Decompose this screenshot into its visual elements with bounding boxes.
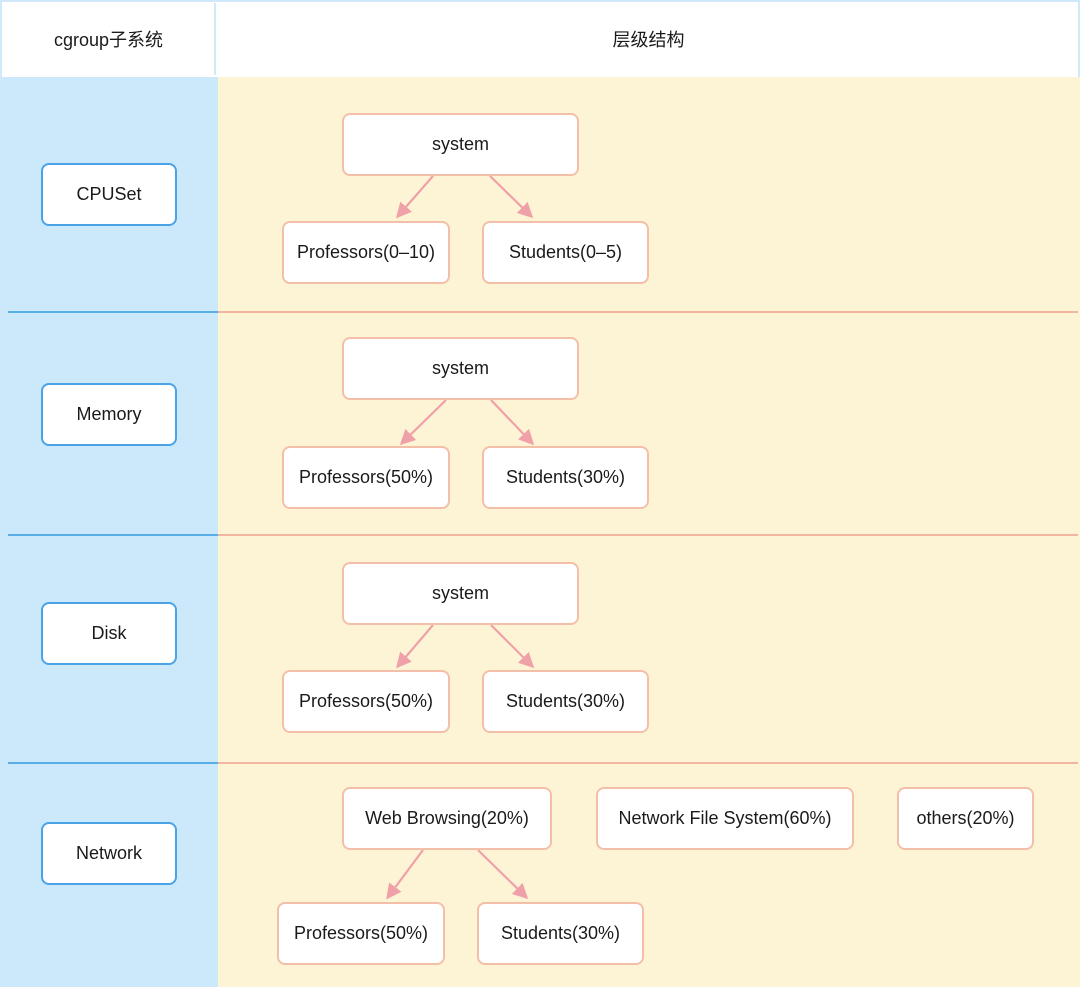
node-memory-students: Students(30%) <box>482 446 649 509</box>
row-divider-right-1 <box>218 311 1078 313</box>
node-cpuset-students: Students(0–5) <box>482 221 649 284</box>
row-divider-left-2 <box>8 534 218 536</box>
arrow-cpuset-professors <box>395 175 434 219</box>
node-network-others: others(20%) <box>897 787 1034 850</box>
row-divider-right-2 <box>218 534 1078 536</box>
node-disk-system: system <box>342 562 579 625</box>
node-memory-system: system <box>342 337 579 400</box>
header-hierarchy-column: 层级结构 <box>220 3 1077 75</box>
node-disk-professors: Professors(50%) <box>282 670 450 733</box>
node-network-web-browsing: Web Browsing(20%) <box>342 787 552 850</box>
node-network-students: Students(30%) <box>477 902 644 965</box>
arrow-memory-students <box>490 399 535 446</box>
node-disk-students: Students(30%) <box>482 670 649 733</box>
arrow-network-professors <box>386 849 424 900</box>
node-memory-professors: Professors(50%) <box>282 446 450 509</box>
arrow-network-students <box>477 849 529 900</box>
row-divider-left-1 <box>8 311 218 313</box>
row-divider-left-3 <box>8 762 218 764</box>
node-cpuset-professors: Professors(0–10) <box>282 221 450 284</box>
subsystem-disk: Disk <box>41 602 177 665</box>
arrow-disk-professors <box>396 624 434 669</box>
subsystem-network: Network <box>41 822 177 885</box>
node-network-file-system: Network File System(60%) <box>596 787 854 850</box>
arrow-cpuset-students <box>489 175 534 219</box>
header-frame <box>0 0 1080 77</box>
arrow-memory-professors <box>399 399 447 446</box>
row-divider-right-3 <box>218 762 1078 764</box>
node-network-professors: Professors(50%) <box>277 902 445 965</box>
arrow-disk-students <box>490 624 535 669</box>
subsystem-cpuset: CPUSet <box>41 163 177 226</box>
subsystem-memory: Memory <box>41 383 177 446</box>
node-cpuset-system: system <box>342 113 579 176</box>
header-subsystem-column: cgroup子系统 <box>3 3 216 75</box>
